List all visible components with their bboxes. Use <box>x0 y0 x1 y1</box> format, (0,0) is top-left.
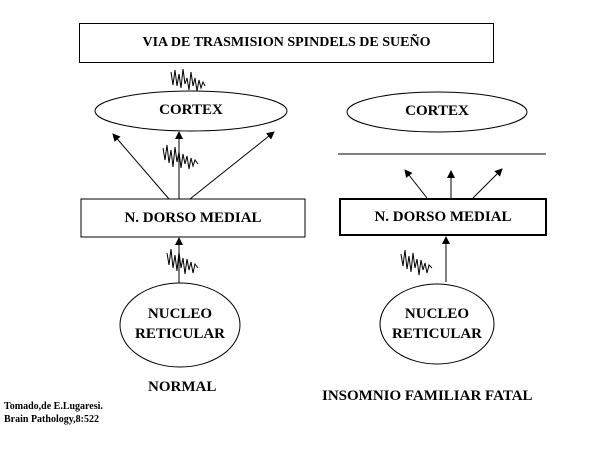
ffi-cortex-ellipse <box>346 91 528 133</box>
normal-reticular-ellipse <box>119 282 241 368</box>
ffi-dorsomedial-label: N. DORSO MEDIAL <box>374 208 512 225</box>
normal-spindle-lower-icon <box>166 248 199 275</box>
normal-cortex-label: CORTEX <box>159 102 223 118</box>
ffi-reticular-ellipse <box>379 283 495 365</box>
normal-arrow-left <box>112 133 170 200</box>
normal-cortex-ellipse <box>94 90 288 132</box>
ffi-reticular-label: NUCLEO RETICULAR <box>380 304 494 344</box>
source-line1: Tomado,de E.Lugaresi. <box>4 401 103 412</box>
normal-caption: NORMAL <box>148 379 217 395</box>
normal-dorsomedial-box <box>80 198 306 238</box>
diagram-title: VIA DE TRASMISION SPINDELS DE SUEÑO <box>142 35 431 50</box>
ffi-dorsomedial-box <box>339 198 547 236</box>
ffi-reticular-line1: NUCLEO <box>404 306 470 322</box>
source-line2: Brain Pathology,8:522 <box>4 414 100 425</box>
normal-reticular-label: NUCLEO RETICULAR <box>120 304 240 344</box>
ffi-cortex-label: CORTEX <box>405 103 469 119</box>
normal-spindle-cortex-icon <box>170 68 206 92</box>
ffi-spindle-icon <box>400 249 433 276</box>
ffi-arrow-right <box>472 168 503 199</box>
normal-dorsomedial-label: N. DORSO MEDIAL <box>124 209 262 226</box>
normal-spindle-mid-icon <box>162 144 199 170</box>
ffi-arrow-left <box>404 169 428 199</box>
normal-arrow-right <box>189 131 275 200</box>
ffi-reticular-line2: RETICULAR <box>391 326 482 342</box>
source-citation: Tomado,de E.Lugaresi. Brain Pathology,8:… <box>4 400 103 426</box>
ffi-caption: INSOMNIO FAMILIAR FATAL <box>322 388 533 404</box>
normal-reticular-line2: RETICULAR <box>134 326 225 342</box>
normal-reticular-line1: NUCLEO <box>147 306 213 322</box>
diagram-title-box: VIA DE TRASMISION SPINDELS DE SUEÑO <box>79 23 494 63</box>
